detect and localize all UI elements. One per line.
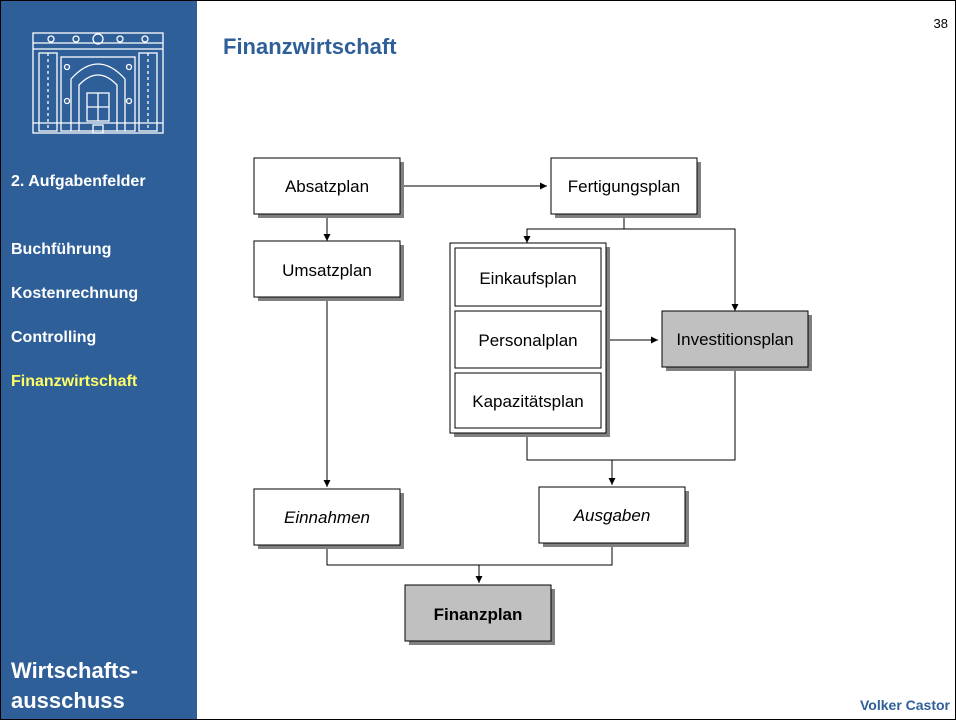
node-finanzplan: Finanzplan [404, 584, 555, 645]
node-einnahmen-label: Einnahmen [284, 508, 370, 527]
edge-investition-ausgaben [612, 368, 736, 461]
node-fertigungsplan: Fertigungsplan [550, 157, 701, 218]
node-umsatzplan: Umsatzplan [253, 240, 404, 301]
node-einnahmen: Einnahmen [253, 488, 404, 549]
node-ausgaben: Ausgaben [538, 486, 689, 547]
edge-fertigung-einkauf [523, 214, 625, 243]
node-fertigungsplan-label: Fertigungsplan [568, 177, 680, 196]
page-title: Finanzwirtschaft [223, 34, 397, 59]
organization-name-line2: ausschuss [11, 688, 125, 713]
edge-einnahmen-finanzplan [326, 545, 483, 583]
node-kapazitaetsplan-label: Kapazitätsplan [472, 392, 584, 411]
connectors [323, 182, 739, 583]
author-name: Volker Castor [860, 697, 950, 713]
edge-kapazitaet-ausgaben [526, 433, 616, 485]
node-absatzplan: Absatzplan [253, 157, 404, 218]
node-ausgaben-label: Ausgaben [573, 506, 651, 525]
node-einkaufsplan-label: Einkaufsplan [479, 269, 576, 288]
edge-ausgaben-finanzplan [479, 543, 613, 566]
sidebar: 2. Aufgabenfelder Buchführung Kostenrech… [1, 1, 197, 719]
nav-item-finanzwirtschaft[interactable]: Finanzwirtschaft [11, 373, 138, 390]
nav-item-buchfuehrung[interactable]: Buchführung [11, 241, 112, 258]
node-investitionsplan: Investitionsplan [661, 310, 812, 371]
page-number: 38 [933, 16, 948, 31]
node-absatzplan-label: Absatzplan [285, 177, 369, 196]
nav-item-kostenrechnung[interactable]: Kostenrechnung [11, 285, 139, 302]
node-einkaufsplan: Einkaufsplan [454, 247, 602, 307]
node-personalplan: Personalplan [454, 310, 602, 369]
building-logo-icon [32, 32, 164, 134]
node-finanzplan-label: Finanzplan [434, 605, 523, 624]
organization-name: Wirtschafts- ausschuss [11, 656, 138, 716]
section-heading: 2. Aufgabenfelder [11, 173, 146, 190]
node-umsatzplan-label: Umsatzplan [282, 261, 372, 280]
node-kapazitaetsplan: Kapazitätsplan [454, 372, 602, 429]
organization-name-line1: Wirtschafts- [11, 658, 138, 683]
node-investitionsplan-label: Investitionsplan [676, 330, 793, 349]
nav-item-controlling[interactable]: Controlling [11, 329, 97, 346]
node-personalplan-label: Personalplan [478, 331, 577, 350]
edge-fertigung-investition [624, 228, 739, 311]
